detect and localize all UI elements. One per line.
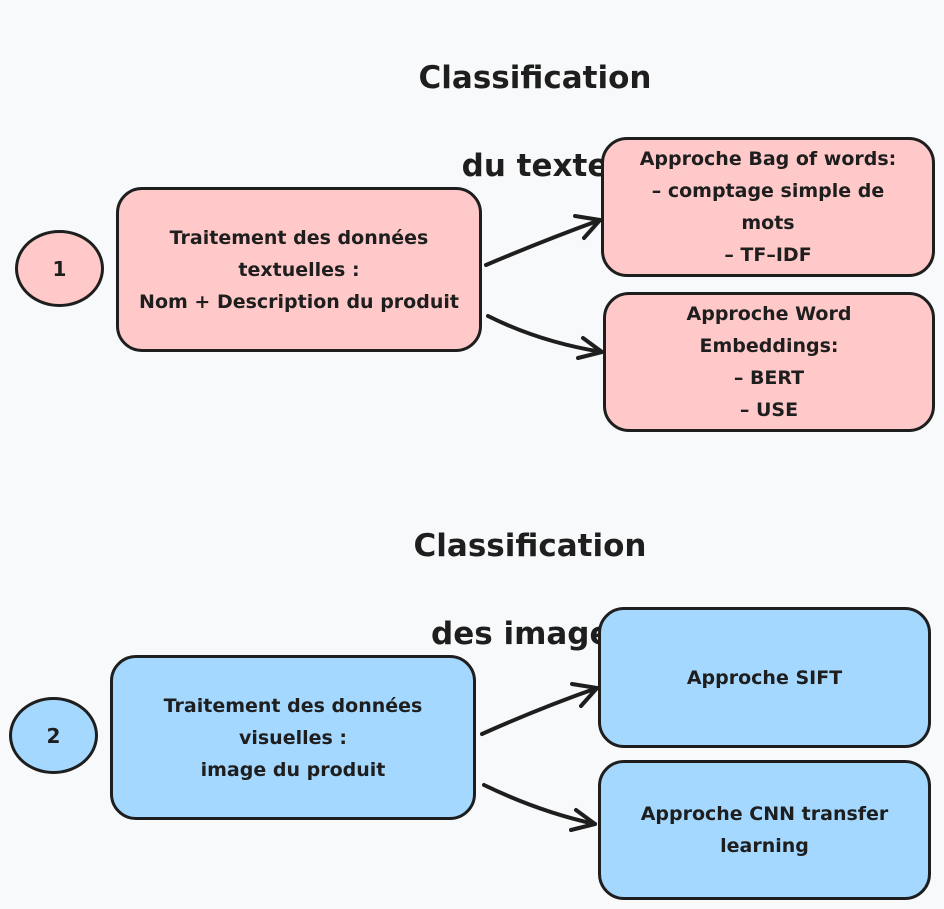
box-line: Approche Bag of words: — [639, 148, 897, 170]
arrow-to-bag-of-words — [484, 218, 602, 267]
step-number: 2 — [46, 723, 61, 748]
arrowhead-sift — [570, 682, 599, 708]
box-line: Approche SIFT — [686, 666, 843, 689]
box-line: image du produit — [200, 758, 386, 781]
box-line: visuelles : — [238, 726, 348, 749]
box-line: – TF–IDF — [724, 244, 812, 266]
step-number: 1 — [52, 256, 67, 281]
arrowhead-bag-of-words — [573, 214, 602, 240]
arrow-to-cnn — [482, 783, 597, 826]
bag-of-words-box: Approche Bag of words: – comptage simple… — [601, 137, 935, 277]
arrow-to-word-embeddings — [486, 314, 604, 354]
box-line: – comptage simple de — [651, 180, 885, 202]
box-line: – BERT — [733, 367, 805, 389]
box-line: Embeddings: — [699, 335, 839, 357]
step-1-circle: 1 — [15, 230, 104, 307]
title-line: Classification — [413, 528, 647, 564]
title-line: Classification — [418, 60, 652, 96]
sift-box: Approche SIFT — [598, 607, 931, 748]
box-line: Nom + Description du produit — [139, 290, 459, 313]
box-line: textuelles : — [238, 258, 360, 281]
arrow-to-sift — [480, 686, 599, 736]
image-processing-box: Traitement des données visuelles : image… — [110, 655, 476, 820]
step-2-circle: 2 — [9, 697, 98, 774]
section-title-text: Classification du texte — [385, 12, 685, 232]
box-line: – USE — [739, 399, 799, 421]
arrowhead-word-embeddings — [576, 336, 604, 360]
box-line: Approche CNN transfer — [640, 803, 889, 825]
box-line: Traitement des données — [169, 226, 429, 249]
text-processing-box: Traitement des données textuelles : Nom … — [116, 187, 482, 352]
title-line: du texte — [461, 148, 609, 184]
section-title-images: Classification des images — [380, 480, 680, 700]
box-line: learning — [720, 835, 809, 857]
box-line: Traitement des données — [163, 694, 423, 717]
arrowhead-cnn — [569, 808, 597, 832]
word-embeddings-box: Approche Word Embeddings: – BERT – USE — [603, 292, 935, 432]
box-line: mots — [741, 212, 795, 234]
cnn-transfer-learning-box: Approche CNN transfer learning — [598, 760, 931, 900]
title-line: des images — [431, 616, 629, 652]
box-line: Approche Word — [686, 303, 852, 325]
